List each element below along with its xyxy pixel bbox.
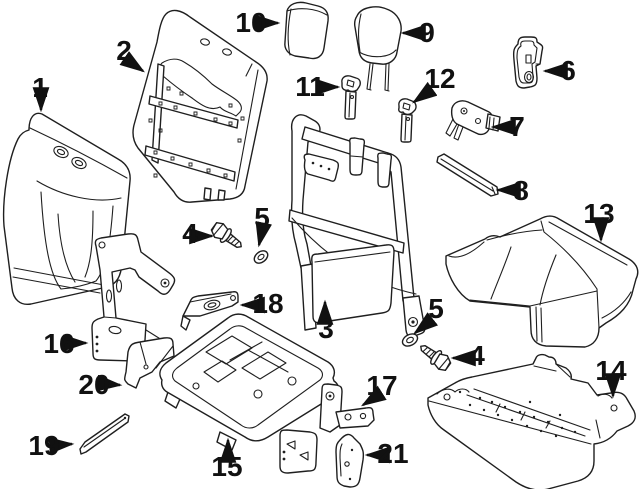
callout-5a-washer-upper: 5 bbox=[254, 202, 272, 248]
callout-14-seat-cushion-pan: 14 bbox=[595, 355, 627, 399]
part-8-trim-strip bbox=[436, 153, 499, 197]
callout-arrow-19 bbox=[48, 437, 75, 455]
callout-20-bracket-cover: 20 bbox=[78, 369, 123, 400]
callout-number-11: 11 bbox=[295, 71, 325, 102]
callout-number-9: 9 bbox=[419, 17, 435, 48]
part-2-seat-back-panel bbox=[132, 9, 268, 203]
part-20-bracket-cover bbox=[123, 337, 175, 389]
part-3-seat-back-frame bbox=[288, 114, 426, 338]
callout-13-seat-cushion-pad: 13 bbox=[583, 198, 615, 243]
part-14-seat-cushion-pan bbox=[427, 353, 636, 489]
callout-number-6: 6 bbox=[560, 55, 576, 86]
callout-12-headrest-guide-right: 12 bbox=[412, 63, 456, 104]
callout-arrow-17 bbox=[360, 385, 387, 407]
callout-number-12: 12 bbox=[424, 63, 455, 94]
callout-number-19: 19 bbox=[28, 430, 59, 461]
callout-17-side-bracket: 17 bbox=[360, 370, 398, 407]
callout-number-4b: 4 bbox=[469, 340, 485, 371]
callout-7-latch-bracket: 7 bbox=[490, 111, 525, 142]
part-5-washer-lower bbox=[401, 333, 419, 347]
part-17-side-bracket bbox=[279, 383, 375, 474]
part-13-seat-cushion-pad bbox=[445, 215, 639, 348]
callout-8-trim-strip: 8 bbox=[495, 175, 529, 206]
part-4-bolt-upper bbox=[208, 219, 247, 254]
callout-21-side-cover: 21 bbox=[364, 438, 409, 469]
callout-arrow-2 bbox=[119, 51, 145, 73]
part-11-headrest-guide bbox=[341, 75, 361, 120]
callout-number-5b: 5 bbox=[428, 293, 444, 324]
callout-number-17: 17 bbox=[366, 370, 397, 401]
callout-19-support-rod: 19 bbox=[28, 430, 75, 461]
callout-number-13: 13 bbox=[583, 198, 614, 229]
callout-9-headrest-right: 9 bbox=[400, 17, 435, 48]
pan-rivet-dots bbox=[458, 390, 577, 438]
callout-15-seat-frame: 15 bbox=[211, 437, 243, 482]
part-7-latch-bracket bbox=[445, 100, 501, 141]
part-5-washer-upper bbox=[253, 250, 269, 264]
callout-number-16: 16 bbox=[43, 328, 74, 359]
callout-number-10: 10 bbox=[235, 7, 266, 38]
callout-number-21: 21 bbox=[377, 438, 408, 469]
callout-arrow-5a bbox=[255, 220, 272, 248]
part-4-bolt-lower bbox=[415, 339, 454, 374]
part-15-seat-frame bbox=[159, 313, 340, 451]
callout-number-5a: 5 bbox=[254, 202, 270, 233]
callout-16-hinge-bracket: 16 bbox=[43, 328, 89, 359]
callout-18-support-bracket: 18 bbox=[239, 288, 284, 319]
part-12-headrest-guide bbox=[398, 98, 417, 143]
part-9-headrest bbox=[353, 6, 402, 92]
callout-number-7: 7 bbox=[509, 111, 525, 142]
callout-4a-bolt-upper: 4 bbox=[182, 218, 215, 249]
callout-number-14: 14 bbox=[595, 355, 627, 386]
callout-3-seat-back-frame: 3 bbox=[316, 299, 334, 344]
callout-1-seat-back-pad: 1 bbox=[32, 72, 50, 113]
part-10-headrest bbox=[284, 1, 329, 60]
callout-5b-washer-lower: 5 bbox=[413, 293, 444, 335]
callout-10-headrest-left: 10 bbox=[235, 7, 281, 38]
callout-number-8: 8 bbox=[513, 175, 529, 206]
callout-number-3: 3 bbox=[318, 313, 334, 344]
callout-number-4a: 4 bbox=[182, 218, 198, 249]
callout-number-2: 2 bbox=[116, 35, 132, 66]
part-21-side-cover bbox=[335, 433, 365, 488]
callout-number-15: 15 bbox=[211, 451, 242, 482]
callout-arrow-20 bbox=[96, 374, 123, 392]
callout-11-headrest-guide-left: 11 bbox=[295, 71, 341, 102]
callout-6-latch: 6 bbox=[542, 55, 576, 86]
part-18-support-bracket bbox=[180, 291, 239, 331]
callout-arrow-5b bbox=[413, 312, 439, 335]
callout-number-18: 18 bbox=[252, 288, 283, 319]
callout-4b-bolt-lower: 4 bbox=[450, 340, 485, 371]
part-19-support-rod bbox=[79, 413, 130, 455]
callout-2-seat-back-panel: 2 bbox=[116, 35, 145, 73]
callout-number-1: 1 bbox=[32, 72, 48, 103]
callout-number-20: 20 bbox=[78, 369, 109, 400]
part-6-latch bbox=[512, 36, 544, 89]
callout-arrow-12 bbox=[412, 81, 438, 104]
